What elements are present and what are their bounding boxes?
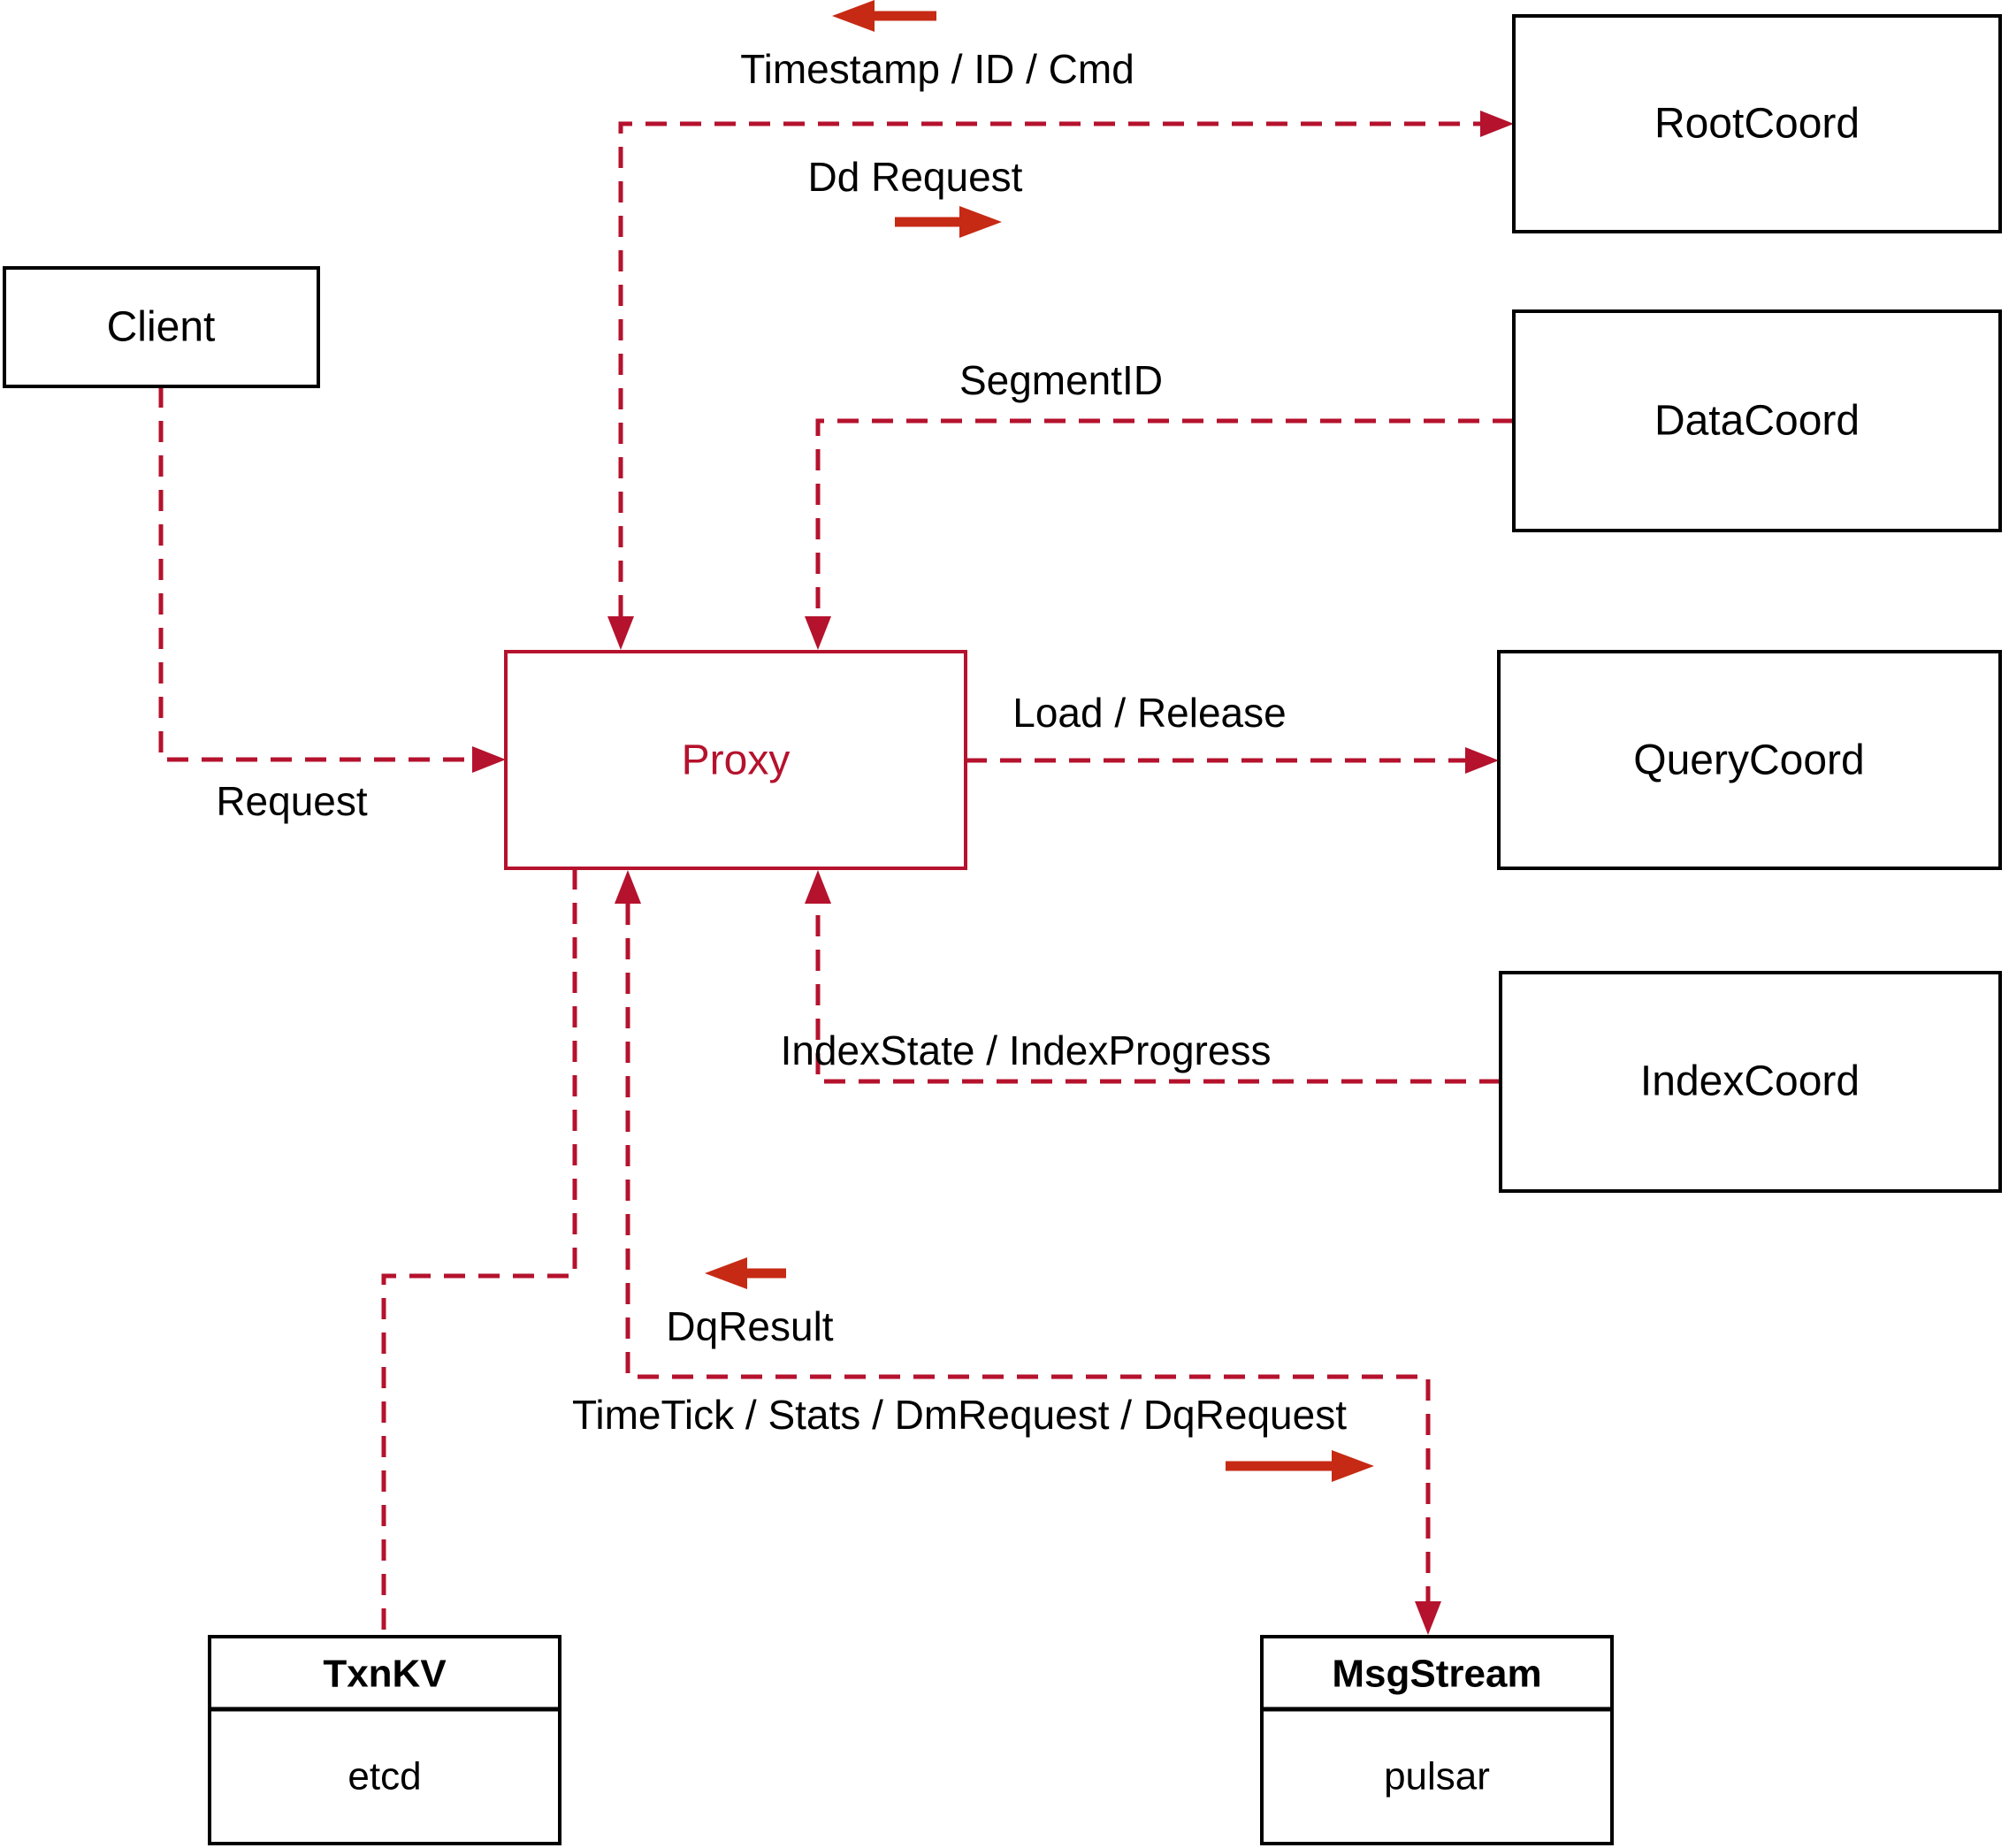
edge-label-index-state: IndexState / IndexProgress <box>781 1027 1272 1073</box>
arrowhead-into-proxy-top-from-rootcoord-icon <box>607 616 634 650</box>
edge-label-dq-result: DqResult <box>666 1303 833 1349</box>
msgstream-title: MsgStream <box>1332 1653 1541 1696</box>
node-txnkv: TxnKV etcd <box>208 1635 561 1845</box>
rootcoord-label: RootCoord <box>1654 101 1860 148</box>
node-querycoord: QueryCoord <box>1497 650 2002 870</box>
txnkv-title: TxnKV <box>323 1653 447 1696</box>
arrowhead-into-rootcoord-icon <box>1480 111 1514 137</box>
direction-arrow-dd-request-right-icon <box>895 206 1002 238</box>
edge-proxy-rootcoord <box>618 121 1480 616</box>
edge-label-segment-id: SegmentID <box>959 357 1163 403</box>
arrowhead-into-proxy-bottom-from-indexcoord-icon <box>805 870 831 904</box>
edge-proxy-txnkv <box>381 868 577 1637</box>
edge-client-proxy <box>158 386 472 762</box>
proxy-label: Proxy <box>682 737 791 784</box>
edge-label-request: Request <box>216 778 368 824</box>
edge-label-load-release: Load / Release <box>1012 690 1286 736</box>
arrowhead-into-proxy-top-from-datacoord-icon <box>805 616 831 650</box>
msgstream-subtitle: pulsar <box>1384 1755 1490 1798</box>
node-proxy: Proxy <box>504 650 967 870</box>
edge-indexcoord-proxy <box>815 904 1501 1084</box>
indexcoord-label: IndexCoord <box>1640 1058 1860 1105</box>
node-client: Client <box>3 266 320 388</box>
arrowhead-into-querycoord-icon <box>1465 747 1499 774</box>
edge-label-dd-request: Dd Request <box>808 154 1023 200</box>
txnkv-subtitle: etcd <box>348 1755 421 1798</box>
datacoord-label: DataCoord <box>1654 398 1860 445</box>
arrowhead-into-proxy-bottom-from-msgstream-icon <box>615 870 641 904</box>
client-label: Client <box>107 304 216 351</box>
node-datacoord: DataCoord <box>1512 309 2002 532</box>
direction-arrow-timestamp-left-icon <box>832 0 936 32</box>
edge-proxy-msgstream <box>625 904 1431 1601</box>
edge-label-time-tick: TimeTick / Stats / DmRequest / DqRequest <box>572 1392 1347 1438</box>
querycoord-label: QueryCoord <box>1633 737 1864 784</box>
node-rootcoord: RootCoord <box>1512 14 2002 233</box>
edge-datacoord-proxy <box>815 418 1514 616</box>
direction-arrow-dqresult-left-icon <box>705 1257 786 1289</box>
node-msgstream: MsgStream pulsar <box>1260 1635 1614 1845</box>
direction-arrow-timetick-right-icon <box>1226 1450 1374 1482</box>
arrowhead-into-msgstream-icon <box>1415 1601 1441 1635</box>
arrowhead-into-proxy-left-icon <box>472 746 506 773</box>
node-indexcoord: IndexCoord <box>1499 971 2002 1193</box>
edge-label-timestamp: Timestamp / ID / Cmd <box>740 46 1134 92</box>
